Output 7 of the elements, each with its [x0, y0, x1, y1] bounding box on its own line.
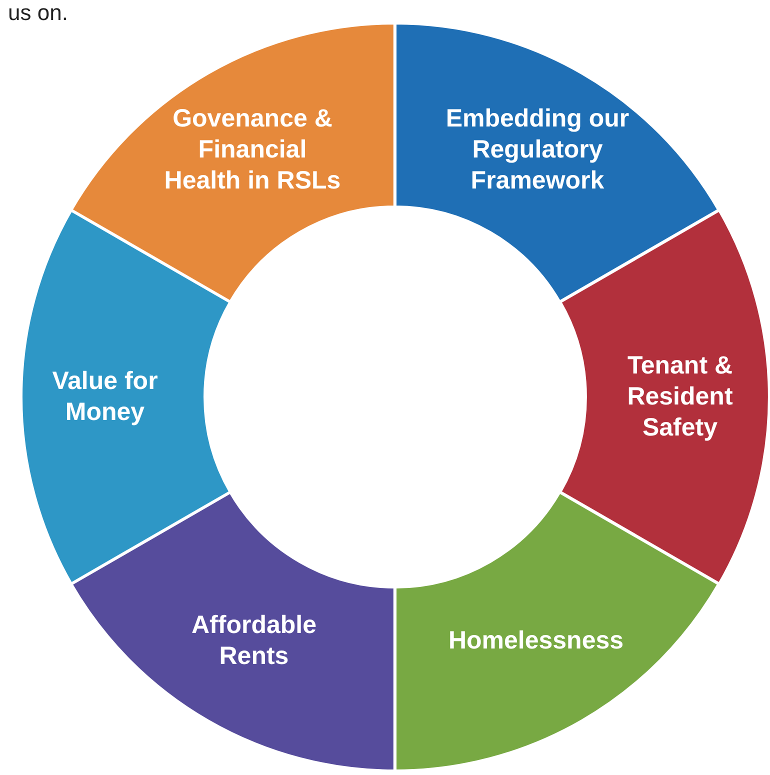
- segment-label: Value for Money: [51, 366, 159, 428]
- text-fragment: us on.: [8, 0, 68, 26]
- segment-label: Govenance & Financial Health in RSLs: [163, 104, 342, 197]
- segment-label: Tenant & Resident Safety: [626, 350, 734, 444]
- segment-label: Embedding our Regulatory Framework: [444, 104, 630, 197]
- segment-label: Affordable Rents: [190, 610, 318, 672]
- segment-label: Homelessness: [447, 626, 625, 657]
